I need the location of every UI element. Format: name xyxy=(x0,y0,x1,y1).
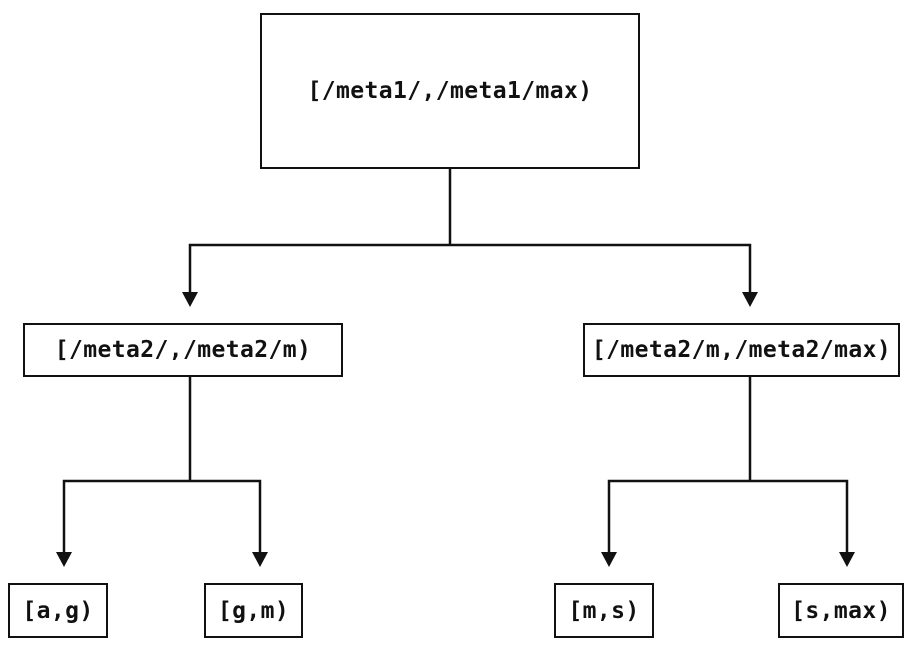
edge-root-branch xyxy=(188,167,752,294)
arrowhead-down-icon xyxy=(601,552,617,567)
node-leaf-ms: [m,s) xyxy=(554,583,654,638)
node-leaf-gm-label: [g,m) xyxy=(217,597,290,624)
node-root-label: [/meta1/,/meta1/max) xyxy=(307,78,593,104)
node-leaf-smax: [s,max) xyxy=(778,583,904,638)
node-leaf-ag: [a,g) xyxy=(8,583,108,638)
edge-left-branch xyxy=(62,375,262,554)
node-leaf-ag-label: [a,g) xyxy=(22,597,94,624)
node-leaf-gm: [g,m) xyxy=(204,583,303,638)
node-mid-right-label: [/meta2/m,/meta2/max) xyxy=(591,337,892,363)
edge-right-branch xyxy=(607,375,849,554)
node-root: [/meta1/,/meta1/max) xyxy=(260,13,640,169)
node-leaf-ms-label: [m,s) xyxy=(568,597,640,624)
arrowhead-down-icon xyxy=(252,552,268,567)
arrowhead-down-icon xyxy=(839,552,855,567)
node-mid-right: [/meta2/m,/meta2/max) xyxy=(583,323,900,377)
arrowhead-down-icon xyxy=(182,292,198,307)
node-mid-left: [/meta2/,/meta2/m) xyxy=(23,323,343,377)
node-leaf-smax-label: [s,max) xyxy=(791,597,891,624)
arrowhead-down-icon xyxy=(742,292,758,307)
arrowhead-down-icon xyxy=(56,552,72,567)
node-mid-left-label: [/meta2/,/meta2/m) xyxy=(54,337,312,363)
